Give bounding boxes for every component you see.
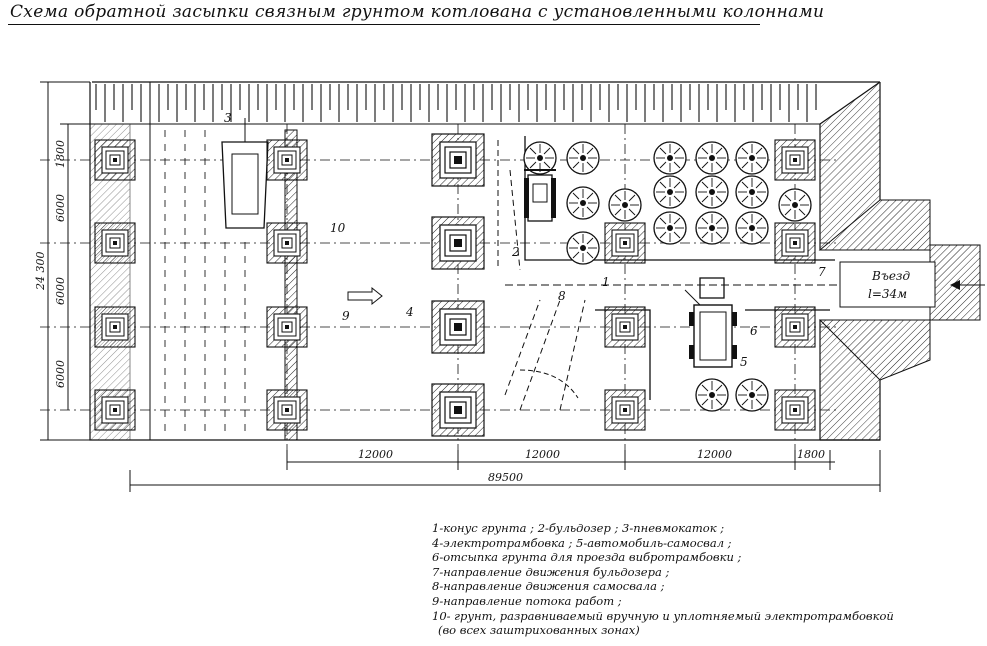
access-ramp [818, 199, 985, 381]
legend-item-4: 7-направление движения бульдозера ; [432, 564, 670, 579]
pneumatic-roller [221, 118, 269, 229]
soil-cones [523, 141, 812, 412]
work-flow-arrow [347, 286, 383, 306]
title-underline [8, 24, 760, 25]
callout-8: 8 [558, 289, 566, 303]
legend: 1-конус грунта ; 2-бульдозер ; 3-пневмок… [432, 521, 952, 638]
legend-item-1: 1-конус грунта ; 2-бульдозер ; 3-пневмок… [432, 521, 725, 535]
callout-5: 5 [740, 355, 748, 369]
callout-6: 6 [750, 324, 758, 338]
callout-4: 4 [405, 305, 414, 319]
callout-2: 2 [511, 245, 520, 259]
berm-outline [524, 136, 835, 400]
callout-7: 7 [818, 265, 826, 279]
callout-3: 3 [224, 111, 232, 125]
fill-strip [284, 129, 298, 441]
overall-length-dim: 89500 [488, 471, 523, 484]
legend-item-6: 9-направление потока работ ; [432, 593, 622, 608]
bay-1-dim: 1800 [54, 140, 67, 168]
bay-2-dim: 6000 [54, 194, 67, 222]
right-slope-hatching [820, 82, 880, 440]
bulldozer [524, 169, 556, 222]
callout-1: 1 [602, 275, 610, 289]
entry-length: l=34м [868, 287, 907, 301]
legend-item-3: 6-отсыпка грунта для проезда вибротрамбо… [432, 550, 742, 565]
legend-item-5: 8-направление движения самосвала ; [432, 579, 665, 594]
bay-4-dim: 6000 [54, 360, 67, 388]
span-1-dim: 12000 [358, 448, 393, 461]
site-plan: 3 10 2 1 4 5 6 7 8 9 Въезд l=34м 12000 1… [34, 81, 985, 492]
drawing-title: Схема обратной засыпки связным грунтом к… [10, 2, 825, 22]
dump-truck [689, 277, 737, 368]
legend-item-2: 4-электротрамбовка ; 5-автомобиль-самосв… [432, 535, 732, 550]
span-2-dim: 12000 [525, 448, 560, 461]
callout-9: 9 [342, 309, 350, 323]
legend-item-8: (во всех заштрихованных зонах) [438, 623, 640, 638]
callout-10: 10 [330, 221, 346, 235]
top-slope-hatching [90, 81, 880, 125]
bay-3-dim: 6000 [54, 277, 67, 305]
movement-arrows [497, 140, 840, 411]
entry-label: Въезд [871, 269, 910, 283]
legend-item-7: 10- грунт, разравниваемый вручную и упло… [432, 608, 894, 623]
span-3-dim: 12000 [697, 448, 732, 461]
overall-width-dim: 24 300 [34, 252, 47, 292]
dimension-lines [40, 81, 881, 492]
span-4-dim: 1800 [797, 448, 825, 461]
